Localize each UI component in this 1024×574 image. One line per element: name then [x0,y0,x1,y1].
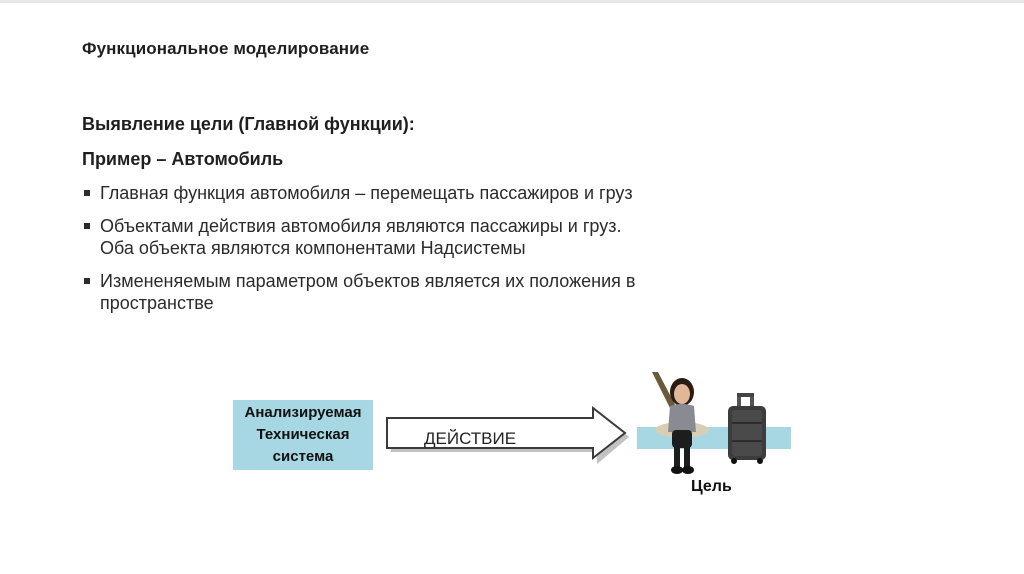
slide-title: Функциональное моделирование [82,39,370,58]
bullet-text: Объектами действия автомобиля являются п… [100,216,622,236]
bullet-text: Главная функция автомобиля – перемещать … [100,183,633,203]
analyzed-system-box: Анализируемая Техническая система [233,400,373,470]
bullet-item: Главная функция автомобиля – перемещать … [82,182,782,204]
example-heading: Пример – Автомобиль [82,149,284,169]
bullet-marker-icon [84,190,90,196]
system-box-line: система [272,448,334,465]
bullet-text: Измененяемым параметром объектов являетс… [100,271,636,291]
bullet-text: Оба объекта являются компонентами Надсис… [100,238,526,258]
slide-subtitle: Выявление цели (Главной функции): [82,114,415,134]
goal-label: Цель [691,478,732,495]
bullet-item: Объектами действия автомобиля являются п… [82,215,782,259]
child-passenger-icon [652,372,709,474]
bullet-list: Главная функция автомобиля – перемещать … [82,182,782,325]
bullet-marker-icon [84,278,90,284]
top-border [0,0,1024,3]
bullet-item: Измененяемым параметром объектов являетс… [82,270,782,314]
action-label: ДЕЙСТВИЕ [424,429,517,448]
system-box-line: Анализируемая [244,404,362,421]
system-box-line: Техническая [256,426,350,443]
bullet-text: пространстве [100,293,214,313]
bullet-marker-icon [84,223,90,229]
arrow-right-icon [386,406,629,464]
suitcase-icon [728,393,766,464]
